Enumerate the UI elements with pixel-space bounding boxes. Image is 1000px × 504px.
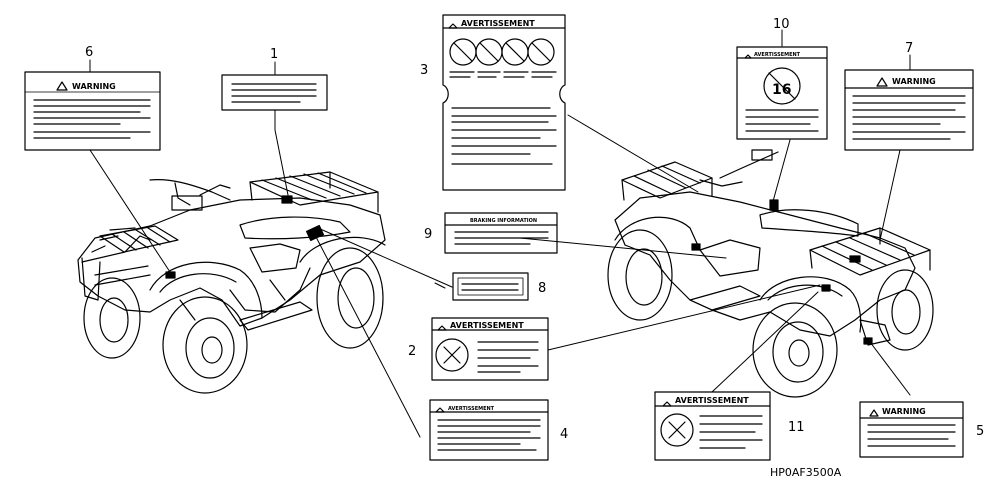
callout-8: 8 [538,281,546,296]
label-11-card [654,391,771,461]
callout-3: 3 [420,63,428,78]
label-10-badge: 16 [772,82,791,98]
callout-7: 7 [905,41,913,56]
callout-11: 11 [788,420,805,435]
label-6-header: WARNING [72,82,116,91]
label-4-header: AVERTISSEMENT [448,406,495,412]
label-3-card [442,14,566,191]
label-5-card [859,401,964,458]
label-2-card [431,317,549,381]
label-6-card [24,71,161,151]
label-10-card [736,46,828,140]
label-11-header: AVERTISSEMENT [675,396,749,405]
label-3-header: AVERTISSEMENT [461,19,535,28]
atv-right-illustration [607,149,934,398]
label-7-header: WARNING [892,77,936,86]
atv-left-illustration [77,171,386,394]
callout-4: 4 [560,427,568,442]
callout-10: 10 [773,17,790,32]
part-code: HP0AF3500A [770,466,842,479]
label-10-header: AVERTISSEMENT [754,52,801,58]
label-2-header: AVERTISSEMENT [450,321,524,330]
callout-5: 5 [976,424,984,439]
leader-lines [89,29,911,438]
callout-2: 2 [408,344,416,359]
callout-1: 1 [270,47,278,62]
label-8-card [452,272,529,301]
label-9-header: BRAKING INFORMATION [470,218,537,224]
label-7-card [844,69,974,151]
label-4-card [429,399,549,461]
label-5-header: WARNING [882,407,926,416]
label-1-card [221,74,328,111]
callout-6: 6 [85,45,93,60]
callout-9: 9 [424,227,432,242]
label-9-card [444,212,558,254]
